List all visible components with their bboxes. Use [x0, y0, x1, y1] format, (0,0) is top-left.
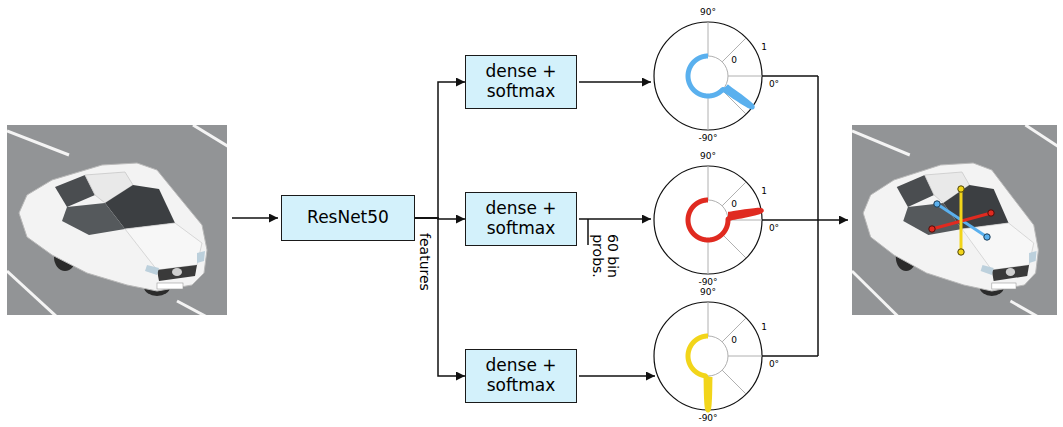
box-label: dense + softmax — [470, 356, 572, 395]
head-box: dense + softmax — [465, 192, 577, 245]
angle-tick: -90° — [697, 134, 718, 144]
pose-axes — [929, 186, 994, 255]
polar-plot — [654, 22, 762, 130]
plot-grid-line — [708, 22, 709, 56]
polar-plot — [654, 166, 762, 274]
output-size-label: 60 bin probs. — [590, 225, 621, 287]
box-label: dense + softmax — [470, 62, 572, 101]
radius-tick: 0 — [730, 56, 738, 66]
plot-grid-line — [722, 370, 746, 394]
flow-connector — [415, 82, 465, 218]
plot-grid-line — [708, 240, 709, 274]
plot-grid-line — [728, 356, 762, 357]
plot-grid-line — [708, 96, 709, 130]
size-tick — [587, 219, 589, 245]
head-arrow — [579, 218, 651, 220]
head-box: dense + softmax — [465, 55, 577, 108]
plot-grid-line — [708, 166, 709, 200]
angle-tick: 0° — [768, 80, 780, 90]
merge-line — [762, 75, 818, 77]
merge-line — [762, 219, 818, 221]
angle-tick: 0° — [768, 224, 780, 234]
plot-outline — [654, 22, 762, 130]
merge-line — [762, 355, 818, 357]
polar-plot — [654, 302, 762, 410]
input-photo — [7, 125, 229, 317]
plot-grid-line — [722, 234, 746, 258]
radius-tick: 1 — [760, 187, 768, 197]
angle-tick: 0° — [768, 360, 780, 370]
plot-outline — [654, 166, 762, 274]
plot-grid-line — [708, 302, 709, 336]
head-box: dense + softmax — [465, 349, 577, 402]
polar-plots — [654, 22, 762, 410]
angle-tick: 90° — [699, 152, 717, 162]
input-arrow — [232, 217, 278, 219]
probability-curve — [688, 336, 710, 410]
output-photo — [852, 125, 1059, 317]
merge-line — [817, 76, 819, 356]
backbone-box: ResNet50 — [281, 195, 415, 241]
output-arrow — [818, 219, 848, 221]
probability-curve — [688, 56, 752, 107]
head-arrow — [579, 81, 651, 83]
radius-tick: 0 — [730, 336, 738, 346]
feature-label: features — [416, 232, 431, 292]
radius-tick: 1 — [760, 323, 768, 333]
angle-tick: -90° — [697, 278, 718, 288]
angle-tick: 90° — [699, 8, 717, 18]
radius-tick: 1 — [760, 43, 768, 53]
box-label: dense + softmax — [470, 199, 572, 238]
flow-connector — [415, 218, 465, 376]
probability-curve — [688, 200, 761, 240]
plot-outline — [654, 302, 762, 410]
angle-tick: 90° — [699, 288, 717, 298]
plot-grid-line — [728, 76, 762, 77]
radius-tick: 0 — [730, 200, 738, 210]
angle-tick: -90° — [697, 414, 718, 424]
box-label: ResNet50 — [307, 208, 389, 228]
head-arrow — [579, 375, 655, 377]
edge-group — [415, 82, 465, 376]
